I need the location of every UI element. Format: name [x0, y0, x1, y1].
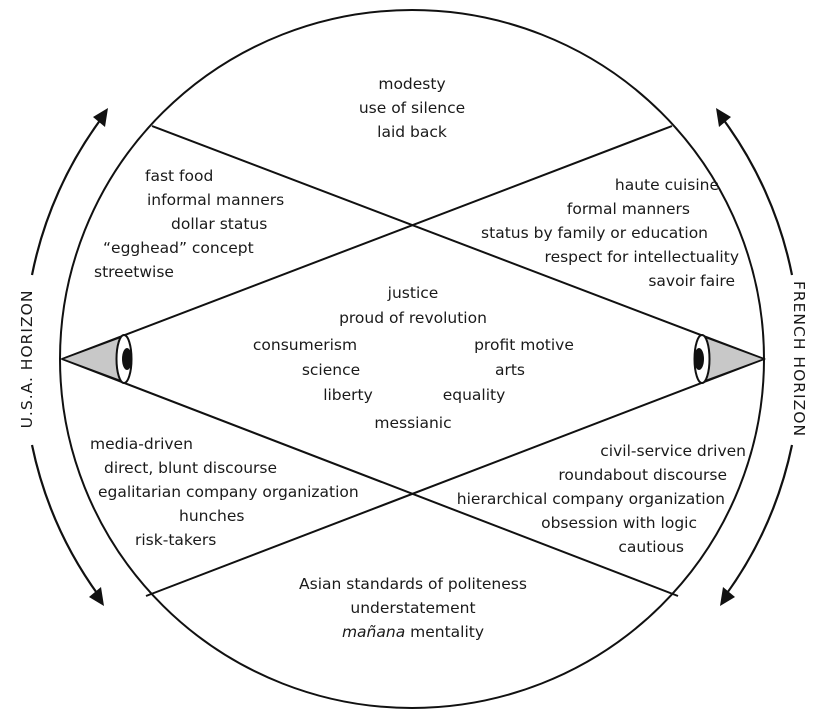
shared-item: justice — [387, 284, 439, 302]
usa-upper-arrowhead — [93, 108, 108, 127]
french-lower-item: hierarchical company organization — [457, 490, 725, 508]
french-horizon-label: FRENCH HORIZON — [790, 281, 808, 437]
french-upper-item: respect for intellectuality — [545, 248, 739, 266]
usa-lower-item: media-driven — [90, 435, 193, 453]
french-horizon-upper-line — [151, 125, 765, 360]
usa-lower-item: egalitarian company organization — [98, 483, 359, 501]
shared-right-item: arts — [495, 361, 525, 379]
usa-lower-text: media-driven direct, blunt discourse ega… — [90, 435, 359, 549]
usa-upper-arc-arrow — [30, 114, 105, 276]
french-upper-arc-arrow — [719, 114, 794, 276]
shared-left-item: science — [302, 361, 360, 379]
top-region-text: modesty use of silence laid back — [359, 75, 465, 141]
usa-upper-item: fast food — [145, 167, 213, 185]
usa-eye-icon — [59, 334, 133, 384]
bottom-region-text: Asian standards of politeness understate… — [299, 575, 527, 641]
shared-left-item: liberty — [323, 386, 373, 404]
usa-upper-text: fast food informal manners dollar status… — [94, 167, 284, 281]
bottom-item: understatement — [350, 599, 475, 617]
french-lower-item: civil-service driven — [600, 442, 746, 460]
french-lower-item: roundabout discourse — [558, 466, 727, 484]
usa-horizon-upper-line — [61, 125, 673, 360]
french-eye-icon — [693, 334, 767, 384]
usa-lower-item: risk-takers — [135, 531, 216, 549]
usa-lower-arc-arrow — [30, 444, 100, 597]
usa-upper-item: streetwise — [94, 263, 174, 281]
french-upper-item: haute cuisine — [615, 176, 719, 194]
shared-center-text: justice proud of revolution consumerism … — [253, 284, 574, 432]
usa-lower-arrowhead — [89, 587, 104, 606]
bottom-item: Asian standards of politeness — [299, 575, 527, 593]
french-horizon-lower-line — [145, 358, 765, 597]
shared-left-item: consumerism — [253, 336, 357, 354]
french-upper-item: formal manners — [567, 200, 690, 218]
top-item: modesty — [378, 75, 445, 93]
top-item: laid back — [377, 123, 447, 141]
usa-upper-item: “egghead” concept — [103, 239, 254, 257]
french-lower-arrowhead — [720, 587, 735, 606]
mentality-text: mentality — [405, 623, 484, 641]
shared-right-item: profit motive — [474, 336, 574, 354]
shared-right-item: equality — [443, 386, 506, 404]
french-lower-item: cautious — [618, 538, 684, 556]
shared-item: proud of revolution — [339, 309, 487, 327]
usa-lower-item: direct, blunt discourse — [104, 459, 277, 477]
usa-horizon-lower-line — [61, 358, 679, 597]
bottom-item-mentality: mañana mentality — [342, 623, 484, 641]
french-upper-item: savoir faire — [648, 272, 735, 290]
top-item: use of silence — [359, 99, 465, 117]
usa-upper-item: dollar status — [171, 215, 267, 233]
shared-item: messianic — [374, 414, 451, 432]
usa-horizon-label: U.S.A. HORIZON — [18, 290, 36, 429]
manana-italic: mañana — [342, 623, 405, 641]
french-lower-arc-arrow — [724, 444, 794, 597]
french-upper-arrowhead — [716, 108, 731, 127]
usa-upper-item: informal manners — [147, 191, 284, 209]
french-upper-item: status by family or education — [481, 224, 708, 242]
french-lower-item: obsession with logic — [541, 514, 697, 532]
usa-lower-item: hunches — [179, 507, 244, 525]
french-upper-text: haute cuisine formal manners status by f… — [481, 176, 739, 290]
french-lower-text: civil-service driven roundabout discours… — [457, 442, 746, 556]
